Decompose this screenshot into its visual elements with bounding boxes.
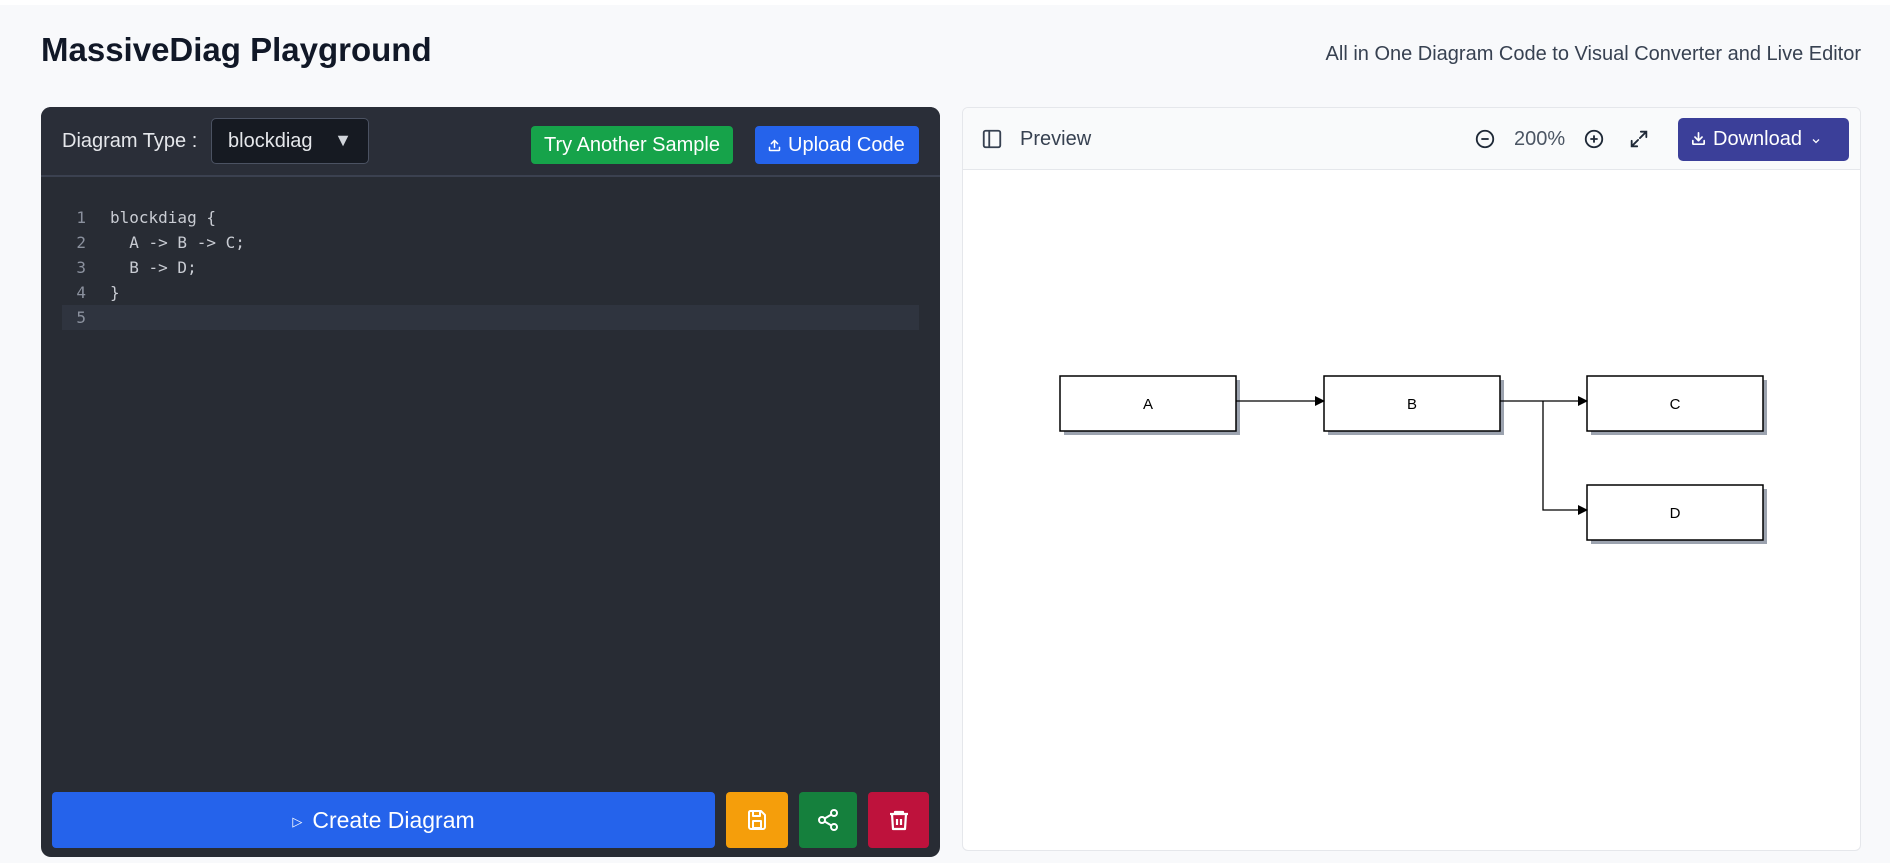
zoom-level: 200% bbox=[1514, 128, 1566, 150]
upload-icon bbox=[768, 139, 781, 152]
node-label-a: A bbox=[1143, 396, 1153, 413]
line-text: blockdiag { bbox=[110, 208, 216, 227]
editor-toolbar: Diagram Type : blockdiag ▼ Try Another S… bbox=[41, 107, 940, 177]
chevron-down-icon bbox=[1812, 139, 1820, 144]
try-another-sample-button[interactable]: Try Another Sample bbox=[531, 126, 733, 164]
fullscreen-icon[interactable] bbox=[1628, 128, 1650, 155]
code-editor[interactable]: 1 blockdiag { 2 A -> B -> C; 3 B -> D; 4… bbox=[62, 205, 919, 765]
code-line: 3 B -> D; bbox=[62, 255, 919, 280]
node-c[interactable] bbox=[1586, 375, 1764, 432]
node-label-c: C bbox=[1670, 396, 1681, 413]
upload-code-label: Upload Code bbox=[788, 134, 905, 156]
page-subtitle: All in One Diagram Code to Visual Conver… bbox=[1325, 43, 1861, 65]
save-icon bbox=[747, 810, 766, 830]
line-number: 2 bbox=[76, 233, 86, 252]
preview-panel: Preview 200% Download bbox=[962, 107, 1861, 851]
node-a[interactable] bbox=[1059, 375, 1237, 432]
node-b[interactable] bbox=[1323, 375, 1501, 432]
sidebar-toggle-icon[interactable] bbox=[981, 128, 1003, 155]
line-text: A -> B -> C; bbox=[110, 233, 245, 252]
line-text: B -> D; bbox=[110, 258, 197, 277]
line-number: 3 bbox=[76, 258, 86, 277]
zoom-in-icon[interactable] bbox=[1583, 128, 1605, 155]
trash-icon bbox=[889, 810, 908, 831]
zoom-out-icon[interactable] bbox=[1474, 128, 1496, 155]
line-text: } bbox=[110, 283, 120, 302]
share-icon bbox=[818, 809, 838, 831]
download-button[interactable]: Download bbox=[1678, 118, 1849, 161]
code-line: 2 A -> B -> C; bbox=[62, 230, 919, 255]
code-line: 4 } bbox=[62, 280, 919, 305]
node-label-d: D bbox=[1670, 505, 1681, 522]
share-button[interactable] bbox=[799, 792, 857, 848]
upload-code-button[interactable]: Upload Code bbox=[755, 126, 919, 164]
line-number: 5 bbox=[76, 308, 86, 327]
editor-panel: Diagram Type : blockdiag ▼ Try Another S… bbox=[41, 107, 940, 857]
line-number: 1 bbox=[76, 208, 86, 227]
save-button[interactable] bbox=[726, 792, 788, 848]
page-title: MassiveDiag Playground bbox=[41, 31, 432, 68]
preview-title: Preview bbox=[1020, 128, 1092, 150]
editor-actions: ▷ Create Diagram bbox=[41, 792, 940, 848]
line-number: 4 bbox=[76, 283, 86, 302]
delete-button[interactable] bbox=[868, 792, 929, 848]
node-d[interactable] bbox=[1586, 484, 1764, 541]
chevron-down-icon: ▼ bbox=[334, 130, 352, 150]
diagram-type-label: Diagram Type : bbox=[62, 130, 198, 152]
diagram-canvas: A B C D bbox=[1059, 375, 1767, 544]
create-diagram-button[interactable]: ▷ Create Diagram bbox=[52, 792, 715, 848]
play-icon: ▷ bbox=[292, 814, 303, 829]
diagram-type-value: blockdiag bbox=[228, 130, 313, 152]
download-icon bbox=[1691, 131, 1706, 146]
code-line-active: 5 bbox=[62, 305, 919, 330]
diagram-type-select[interactable]: blockdiag ▼ bbox=[211, 118, 369, 164]
node-label-b: B bbox=[1407, 396, 1417, 413]
download-label: Download bbox=[1713, 128, 1802, 150]
code-line: 1 blockdiag { bbox=[62, 205, 919, 230]
page: MassiveDiag Playground All in One Diagra… bbox=[0, 5, 1890, 863]
create-diagram-label: Create Diagram bbox=[312, 807, 475, 833]
edge-b-d bbox=[1542, 401, 1588, 515]
preview-header: Preview 200% Download bbox=[963, 108, 1860, 170]
